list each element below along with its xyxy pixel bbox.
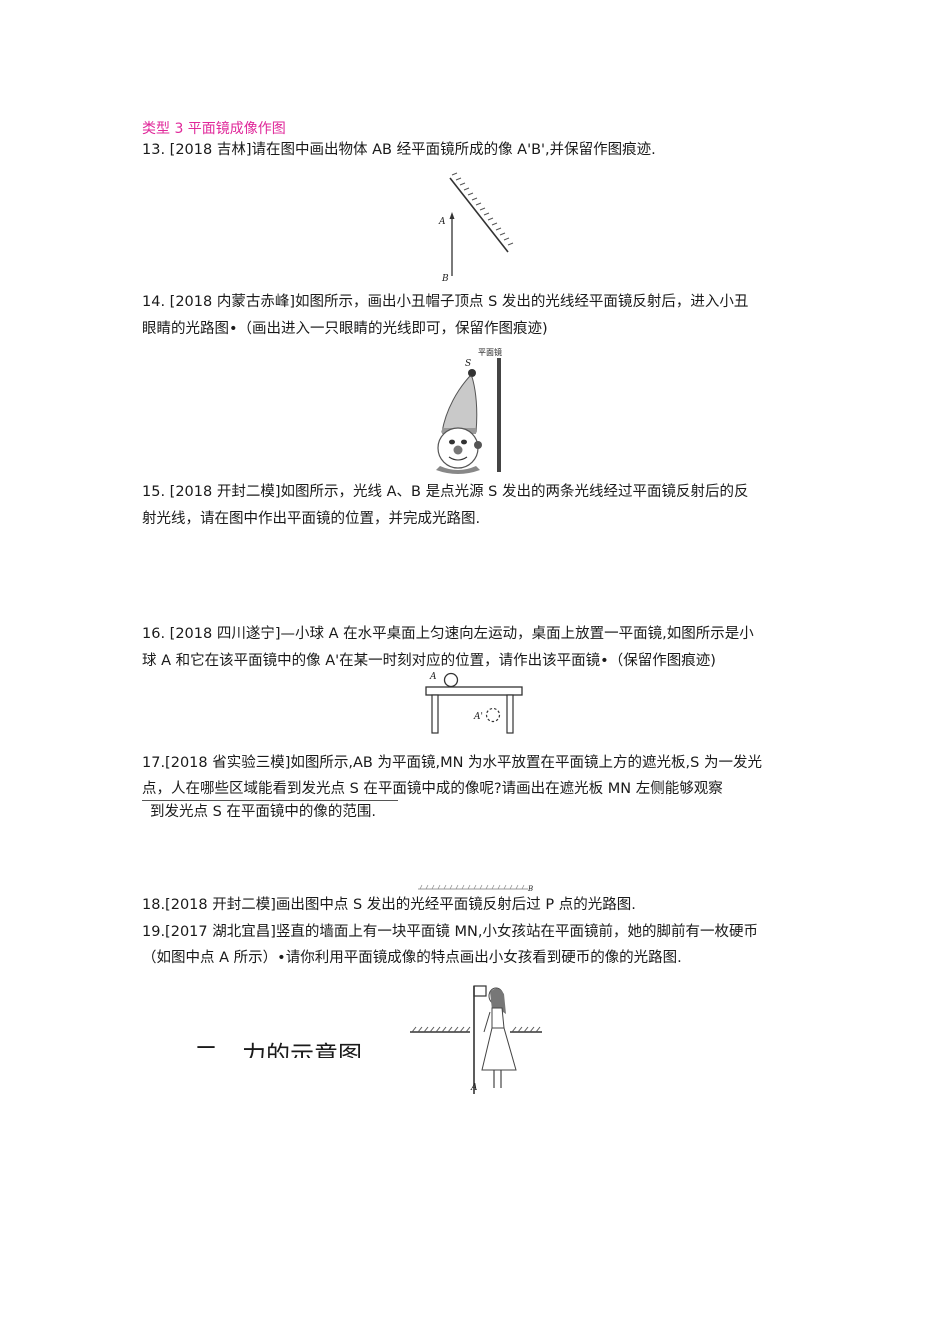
fig14-mirror-label: 平面镜 xyxy=(478,347,502,357)
question-16-line1: 16. [2018 四川遂宁]—小球 A 在水平桌面上匀速向左运动，桌面上放置一… xyxy=(142,626,754,642)
figure-16-table: A A' xyxy=(420,668,530,738)
question-15-line1: 15. [2018 开封二模]如图所示，光线 A、B 是点光源 S 发出的两条光… xyxy=(142,484,749,500)
figure-13-mirror-arrow: A B xyxy=(430,172,520,284)
question-19-line1: 19.[2017 湖北宜昌]竖直的墙面上有一块平面镜 MN,小女孩站在平面镜前，… xyxy=(142,924,758,940)
question-19-line2: （如图中点 A 所示）•请你利用平面镜成像的特点画出小女孩看到硬币的像的光路图. xyxy=(142,950,682,966)
question-16-line2: 球 A 和它在该平面镜中的像 A'在某一时刻对应的位置，请作出该平面镜•（保留作… xyxy=(142,653,716,669)
type-heading: 类型 3 平面镜成像作图 xyxy=(142,121,286,137)
question-17-line2: 点，人在哪些区域能看到发光点 S 在平面镜中成的像呢?请画出在遮光板 MN 左侧… xyxy=(142,778,723,801)
fig13-label-b: B xyxy=(441,274,449,284)
question-14-line2: 眼睛的光路图•（画出进入一只眼睛的光线即可，保留作图痕迹) xyxy=(142,321,548,337)
fig13-label-a: A xyxy=(438,217,446,227)
fig14-label-s: S xyxy=(465,359,471,369)
question-14-line1: 14. [2018 内蒙古赤峰]如图所示，画出小丑帽子顶点 S 发出的光线经平面… xyxy=(142,294,749,310)
question-17-line1: 17.[2018 省实验三模]如图所示,AB 为平面镜,MN 为水平放置在平面镜… xyxy=(142,755,762,771)
fig19-label-a: A xyxy=(470,1083,478,1093)
question-15-line2: 射光线，请在图中作出平面镜的位置，并完成光路图. xyxy=(142,511,481,527)
fig16-label-a: A xyxy=(429,672,437,682)
figure-18-mirror: B xyxy=(416,882,536,893)
question-13: 13. [2018 吉林]请在图中画出物体 AB 经平面镜所成的像 A'B',并… xyxy=(142,142,656,158)
fig16-label-a-image: A' xyxy=(473,712,483,722)
question-18: 18.[2018 开封二模]画出图中点 S 发出的光经平面镜反射后过 P 点的光… xyxy=(142,897,636,913)
next-section-title: 二、力的示意图 xyxy=(194,1041,362,1058)
figure-19-girl-mirror: A xyxy=(406,982,546,1094)
question-17-line3: 到发光点 S 在平面镜中的像的范围. xyxy=(150,804,377,820)
figure-14-clown-mirror: S 平面镜 xyxy=(428,344,528,476)
fig18-label-b: B xyxy=(527,885,533,893)
